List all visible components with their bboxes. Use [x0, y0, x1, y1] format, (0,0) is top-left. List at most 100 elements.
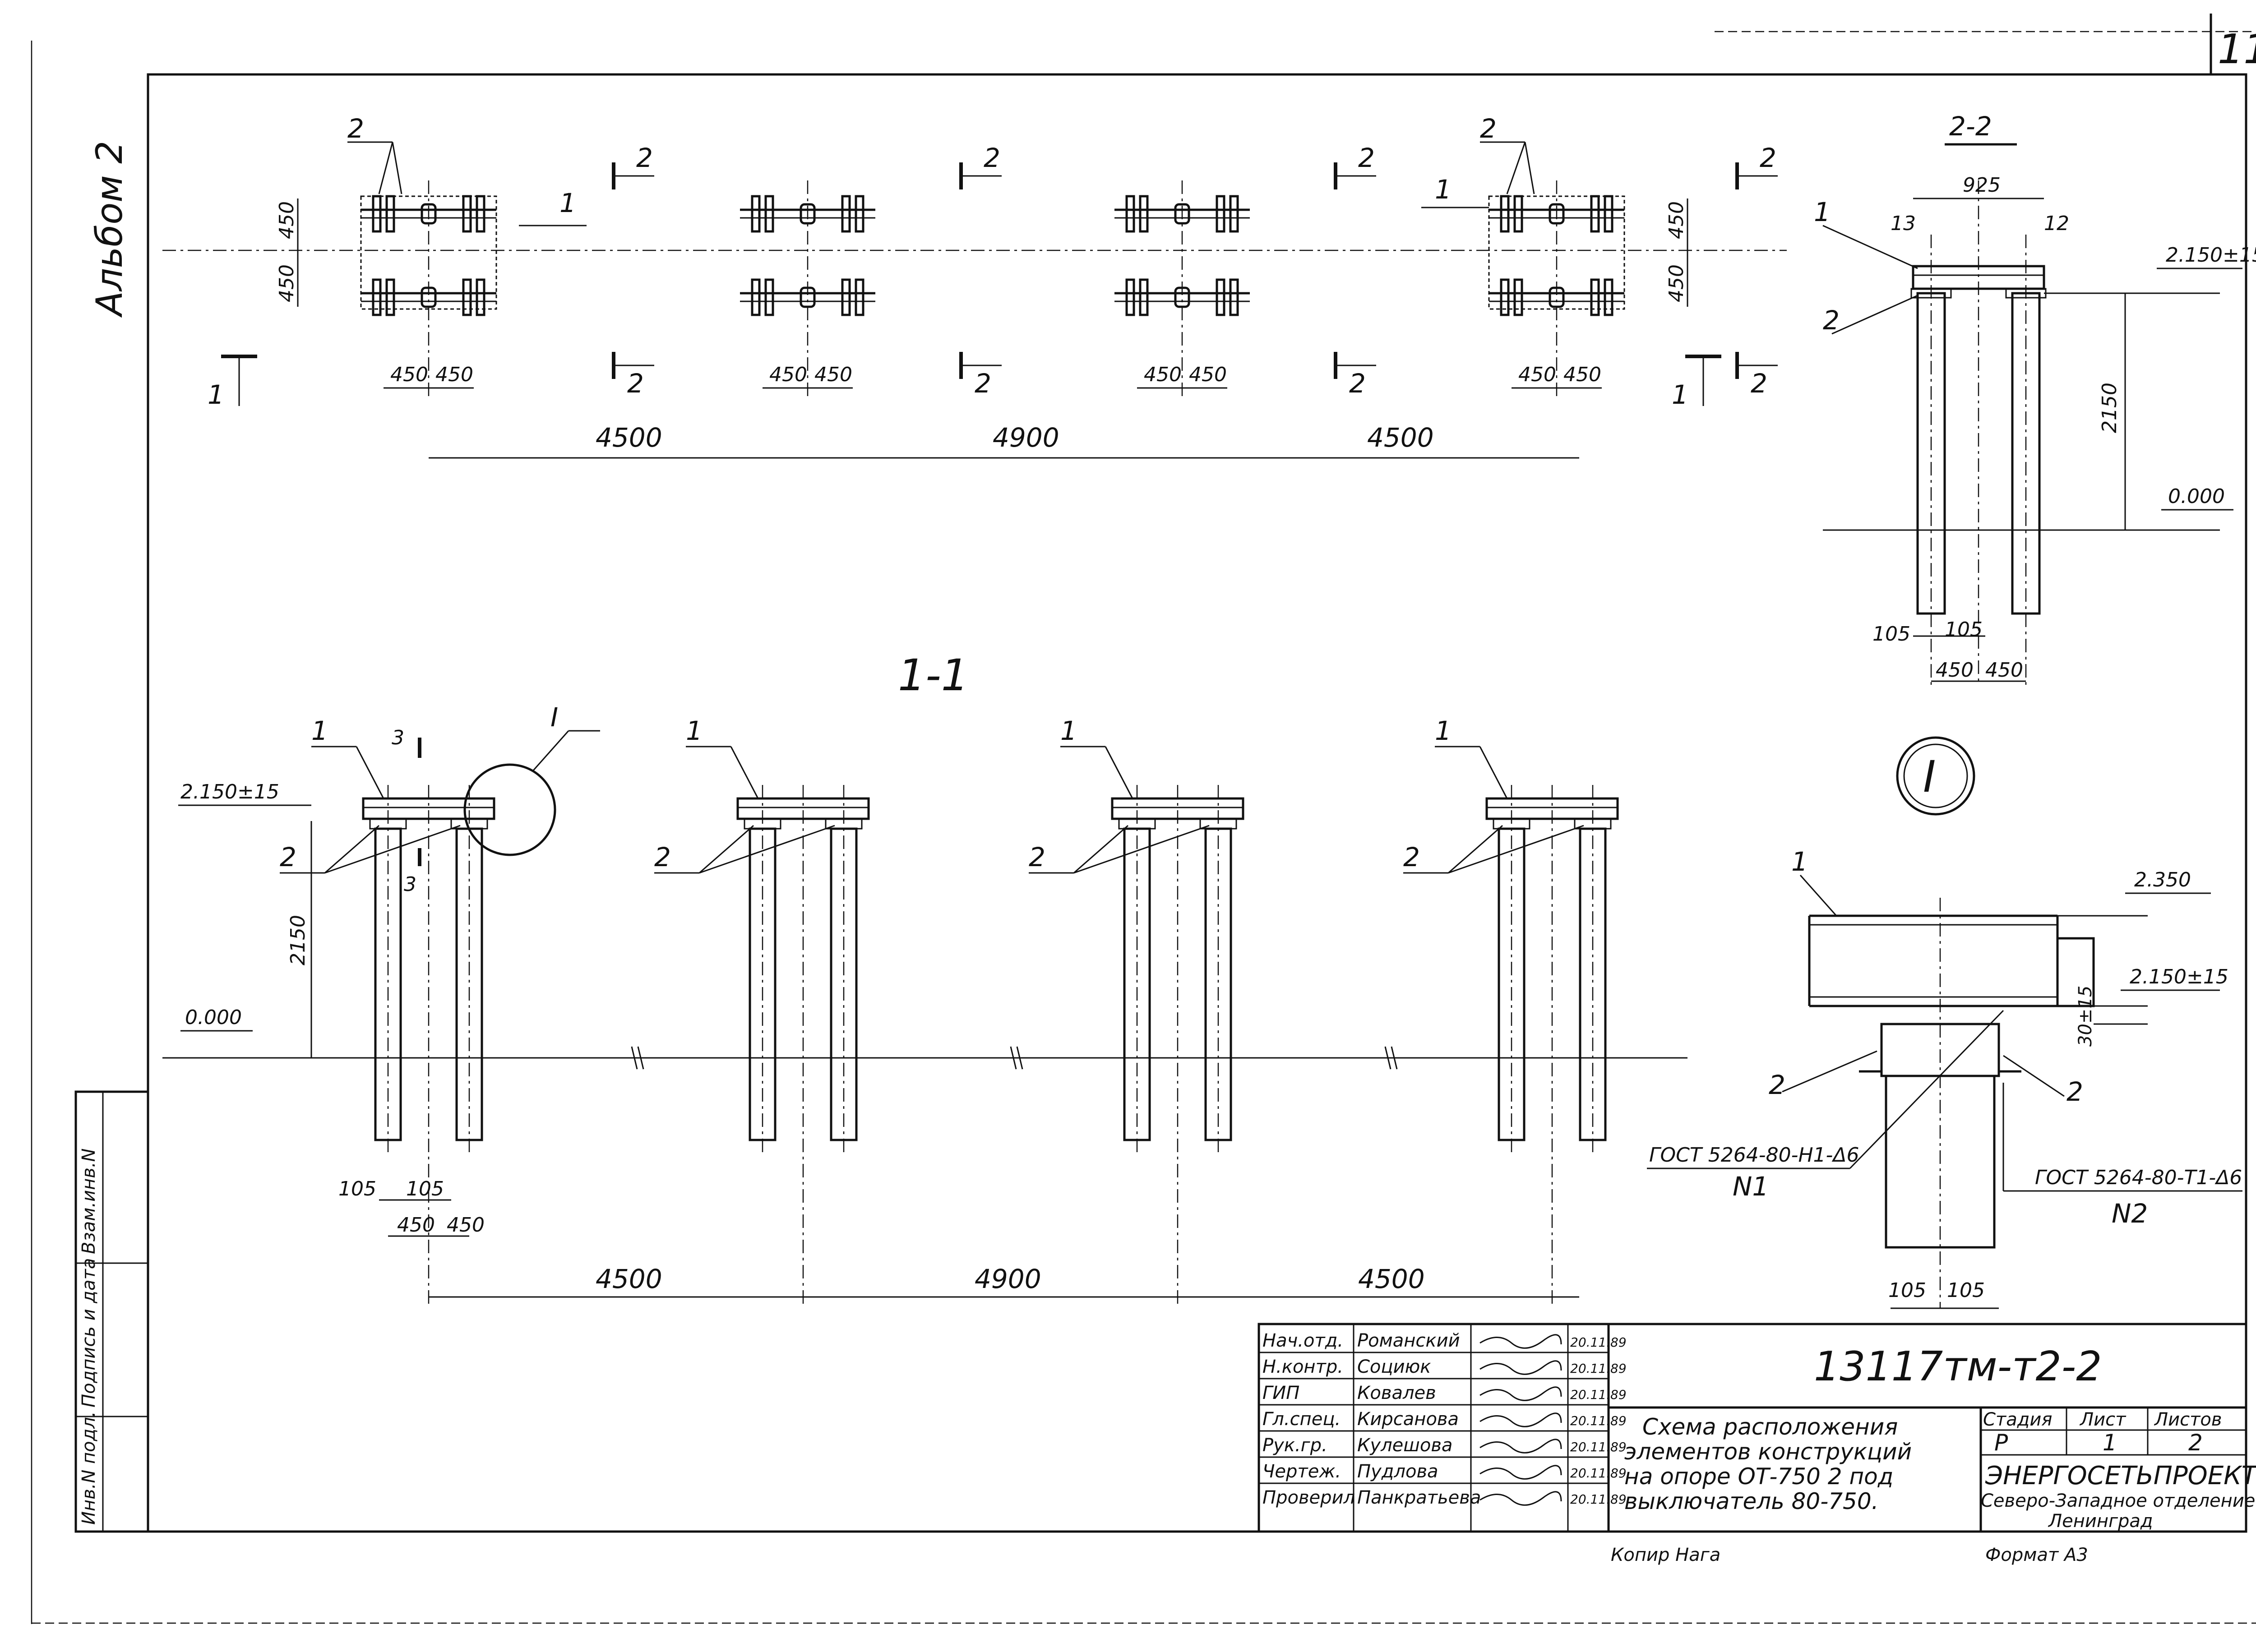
- inv-replace-label: Взам.инв.N: [79, 1149, 99, 1254]
- elevation-item-1: 1: [686, 715, 703, 746]
- elev-zero-2-2: 0.000: [2168, 485, 2225, 508]
- plan-clamp: [1590, 195, 1600, 233]
- ground-break: [1384, 1046, 1398, 1070]
- plan-clamp: [1500, 278, 1510, 316]
- title-row-date: 20.11.89: [1570, 1387, 1627, 1402]
- plan-bolt: [1549, 203, 1565, 225]
- weld-note-2-no: N2: [2112, 1198, 2148, 1229]
- sheet-header: Лист: [2079, 1409, 2127, 1430]
- plan-clamp: [372, 195, 382, 233]
- elev-top-2-2: 2.150±15: [2166, 244, 2256, 267]
- title-row-signature: [1479, 1386, 1562, 1401]
- section-2-label-top: 2: [636, 143, 653, 173]
- plan-clamp: [1229, 195, 1239, 233]
- title-row-date: 20.11.89: [1570, 1361, 1627, 1376]
- plan-dim-right: 450: [435, 363, 473, 386]
- drawing-frame: [147, 73, 2247, 1533]
- plan-clamp: [1229, 278, 1239, 316]
- plan-clamp: [462, 195, 472, 233]
- desc-line-4: выключатель 80-750.: [1624, 1488, 1879, 1514]
- plan-clamp: [1513, 195, 1523, 233]
- plan-vdim-right-a: 450: [1665, 201, 1688, 239]
- plan-clamp: [764, 278, 774, 316]
- plan-leader: [1506, 142, 1526, 194]
- detail-dim-b: 105: [1947, 1279, 1985, 1302]
- item-1-detail: 1: [1791, 846, 1808, 877]
- plan-clamp: [1500, 195, 1510, 233]
- title-row-signature: [1479, 1491, 1562, 1506]
- title-row-role: Чертеж.: [1262, 1461, 1341, 1482]
- plan-span-3: 4500: [1367, 422, 1434, 453]
- elev-zero-1-1: 0.000: [185, 1006, 242, 1029]
- item-2-detail-right: 2: [2066, 1076, 2083, 1107]
- elevation-spacing-b: 450: [447, 1214, 485, 1237]
- title-row-signature: [1479, 1334, 1562, 1349]
- elevation-leader: [324, 825, 379, 874]
- plan-dim-right: 450: [1563, 363, 1601, 386]
- plan-clamp: [385, 195, 395, 233]
- elevation-leader: [1105, 746, 1133, 799]
- title-row-role: Гл.спец.: [1262, 1409, 1341, 1430]
- beam-flange: [2056, 937, 2095, 1007]
- pile-spacing-2-2-a: 450: [1936, 659, 1974, 682]
- elevation-support-4: 12: [1403, 715, 1619, 1308]
- section-1-1: 1-1 0.000 2.150±15 2150 I 3 3 1212121210…: [162, 650, 1687, 1308]
- plan-item-2-right: 2: [1480, 113, 1497, 144]
- plan-vdim-left-b: 450: [275, 264, 298, 302]
- plan-vdim-right-b: 450: [1665, 264, 1688, 302]
- elevation-spacing-a: 450: [397, 1214, 435, 1237]
- elevation-pile-dim-b: 105: [406, 1177, 444, 1200]
- plan-dim-right: 450: [814, 363, 852, 386]
- title-row-name: Кулешова: [1357, 1435, 1452, 1456]
- elevation-leader: [699, 825, 754, 874]
- section-2-label-bottom: 2: [975, 368, 991, 399]
- title-row-signature: [1479, 1465, 1562, 1480]
- org-sub: Северо-Западное отделение: [1981, 1490, 2255, 1511]
- section-2-label-bottom: 2: [1349, 368, 1366, 399]
- plan-vdim-left-a: 450: [275, 201, 298, 239]
- plan-dim-right: 450: [1189, 363, 1227, 386]
- section-2-label-bottom: 2: [1751, 368, 1767, 399]
- section-2-label-top: 2: [984, 143, 1000, 173]
- elevation-item-2: 2: [1029, 842, 1045, 872]
- sheet-number: 11: [2218, 26, 2256, 73]
- title-row-role: Нач.отд.: [1262, 1330, 1343, 1351]
- gap-left-2-2: 13: [1891, 212, 1916, 235]
- width-2-2: 925: [1963, 174, 2001, 197]
- plan-clamp: [1216, 278, 1225, 316]
- title-row-date: 20.11.89: [1570, 1335, 1627, 1350]
- title-row-name: Пудлова: [1357, 1461, 1438, 1482]
- plan-clamp: [462, 278, 472, 316]
- desc-line-2: элементов конструкций: [1624, 1439, 1912, 1465]
- plan-clamp: [764, 195, 774, 233]
- plan-clamp: [1139, 195, 1149, 233]
- elevation-leader: [1073, 825, 1210, 874]
- plan-clamp: [1125, 195, 1135, 233]
- org-city: Ленинград: [2048, 1511, 2153, 1532]
- title-row-signature: [1479, 1439, 1562, 1454]
- pile-spacing-2-2-b: 450: [1985, 659, 2023, 682]
- detail-dim-a: 105: [1888, 1279, 1926, 1302]
- section-1-label-left: 1: [208, 379, 224, 410]
- section-2-label-bottom: 2: [627, 368, 644, 399]
- cut-3-bottom: 3: [404, 873, 416, 896]
- detail-I: I 105 105 2.350 2.150±15 30±15 1 2 2 ГО: [1647, 736, 2242, 1309]
- elev-top-1-1: 2.150±15: [180, 780, 279, 803]
- elevation-item-1: 1: [1060, 715, 1077, 746]
- plan-item-1-right: 1: [1435, 174, 1452, 205]
- sign-date-label: Подпись и дата: [79, 1258, 99, 1407]
- detail-I-title: I: [1923, 752, 1936, 802]
- title-row-name: Панкратьева: [1357, 1487, 1481, 1508]
- sheets-header: Листов: [2154, 1409, 2222, 1430]
- weld-note-1: ГОСТ 5264-80-Н1-Δ6: [1649, 1144, 1859, 1167]
- plan-clamp: [476, 195, 485, 233]
- detail-callout-circle: [463, 763, 556, 856]
- pile-dim-2-2-b: 105: [1945, 618, 1983, 641]
- plan-clamp: [855, 195, 864, 233]
- elev-beam-detail: 2.350: [2134, 868, 2191, 891]
- section-1-1-title: 1-1: [898, 650, 969, 701]
- plan-clamp: [476, 278, 485, 316]
- plan-item-1-left: 1: [559, 188, 576, 218]
